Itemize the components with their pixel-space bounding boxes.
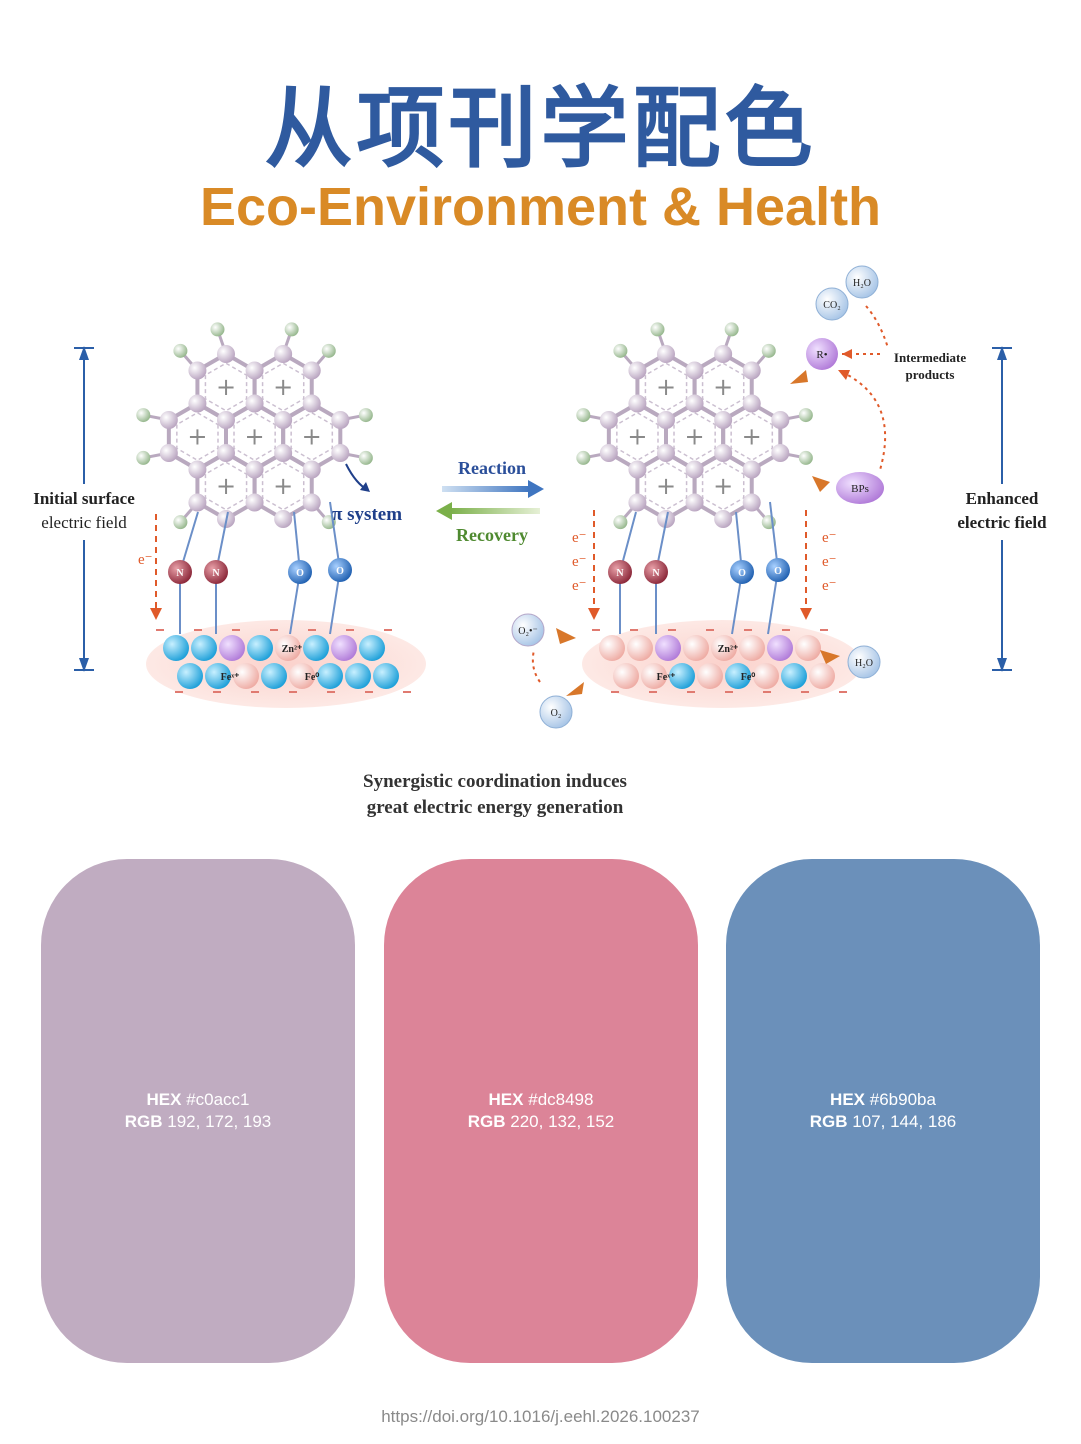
swatch-card-blue: HEX #6b90ba RGB 107, 144, 186	[726, 859, 1040, 1363]
svg-text:e⁻: e⁻	[572, 578, 587, 594]
svg-text:Zn²⁺: Zn²⁺	[282, 644, 303, 655]
intermediate-label-line2: products	[906, 367, 955, 382]
svg-text:+: +	[273, 373, 293, 401]
svg-text:N: N	[176, 568, 184, 579]
right-label-line1: Enhanced	[966, 489, 1039, 508]
svg-text:e⁻: e⁻	[572, 554, 587, 570]
co2-molecule: CO₂	[815, 287, 849, 321]
hex-label: HEX	[830, 1090, 866, 1109]
pi-system-label: π system	[332, 504, 402, 525]
hex-value: #6b90ba	[869, 1090, 936, 1109]
svg-text:+: +	[216, 373, 236, 401]
left-label-line1: Initial surface	[33, 489, 135, 508]
svg-text:e⁻: e⁻	[822, 554, 837, 570]
o2-radical: O₂•⁻	[511, 613, 545, 647]
doi-link[interactable]: https://doi.org/10.1016/j.eehl.2026.1002…	[381, 1407, 700, 1426]
rgb-label: RGB	[124, 1112, 163, 1131]
svg-text:e⁻: e⁻	[822, 530, 837, 546]
intermediate-label-line1: Intermediate	[894, 350, 966, 365]
svg-text:O: O	[774, 566, 782, 577]
hex-value: #dc8498	[528, 1090, 594, 1109]
figure-svg: Initial surface electric field Enhanced …	[18, 265, 1064, 818]
h2o-molecule-top: H₂O	[845, 265, 879, 299]
svg-text:Fe⁰: Fe⁰	[741, 672, 756, 683]
svg-text:H₂O: H₂O	[855, 658, 873, 669]
reaction-label: Reaction	[458, 458, 526, 478]
rgb-value: 192, 172, 193	[167, 1112, 272, 1131]
electron-flow-right-b: e⁻ e⁻ e⁻	[800, 510, 837, 620]
svg-text:+: +	[656, 472, 676, 500]
graphene-left: + + + + + + +	[136, 322, 373, 530]
svg-text:e⁻: e⁻	[572, 530, 587, 546]
figure-caption-line1: Synergistic coordination induces	[363, 771, 627, 792]
svg-text:+: +	[656, 373, 676, 401]
svg-text:N: N	[616, 568, 624, 579]
svg-text:O: O	[296, 568, 304, 579]
h2o-molecule-bottom: H₂O	[847, 645, 881, 679]
svg-text:O: O	[738, 568, 746, 579]
svg-text:R•: R•	[816, 349, 827, 361]
recovery-arrow	[436, 502, 540, 520]
svg-text:N: N	[212, 568, 220, 579]
svg-text:Feˣ⁺: Feˣ⁺	[657, 672, 676, 683]
attack-arrow-bps	[812, 476, 830, 492]
substrate-left: Zn²⁺ Feˣ⁺ Fe⁰ N N O O	[146, 501, 426, 708]
reaction-arrow	[442, 480, 544, 498]
svg-text:Fe⁰: Fe⁰	[305, 672, 320, 683]
rgb-value: 107, 144, 186	[852, 1112, 957, 1131]
rgb-label: RGB	[809, 1112, 848, 1131]
substrate-right: Zn²⁺ Feˣ⁺ Fe⁰ N N O O	[582, 501, 862, 708]
hex-label: HEX	[146, 1090, 182, 1109]
svg-text:O₂•⁻: O₂•⁻	[518, 626, 538, 637]
svg-text:+: +	[742, 423, 762, 451]
recovery-label: Recovery	[456, 525, 528, 545]
svg-text:+: +	[187, 423, 207, 451]
svg-text:+: +	[713, 373, 733, 401]
svg-text:+: +	[216, 472, 236, 500]
svg-text:+: +	[713, 472, 733, 500]
hex-label: HEX	[488, 1090, 524, 1109]
journal-name: Eco-Environment & Health	[199, 177, 882, 237]
electron-flow-right-a: e⁻ e⁻ e⁻	[572, 510, 600, 620]
svg-text:e⁻: e⁻	[822, 578, 837, 594]
figure-caption-line2: great electric energy generation	[367, 797, 624, 818]
svg-text:+: +	[302, 423, 322, 451]
svg-text:+: +	[245, 423, 265, 451]
swatch-card-lilac: HEX #c0acc1 RGB 192, 172, 193	[41, 859, 355, 1363]
page-title: 从项刊学配色	[264, 77, 817, 180]
right-label-line2: electric field	[957, 513, 1047, 532]
graphical-abstract-figure: Initial surface electric field Enhanced …	[0, 250, 1081, 840]
svg-text:+: +	[685, 423, 705, 451]
svg-text:BPs: BPs	[851, 483, 869, 495]
svg-text:+: +	[273, 472, 293, 500]
svg-text:+: +	[627, 423, 647, 451]
svg-text:N: N	[652, 568, 660, 579]
rgb-value: 220, 132, 152	[510, 1112, 615, 1131]
electron-flow-left: e⁻	[138, 514, 162, 620]
svg-text:e⁻: e⁻	[138, 552, 153, 568]
swatch-card-pink: HEX #dc8498 RGB 220, 132, 152	[384, 859, 698, 1363]
graphene-right: + + + + + + +	[576, 322, 813, 530]
attack-arrow-r	[790, 370, 808, 384]
svg-text:Zn²⁺: Zn²⁺	[718, 644, 739, 655]
r-radical: R•	[806, 338, 838, 370]
svg-text:CO₂: CO₂	[823, 300, 840, 311]
svg-text:O₂: O₂	[551, 708, 562, 719]
svg-text:O: O	[336, 566, 344, 577]
svg-text:H₂O: H₂O	[853, 278, 871, 289]
left-label-line2: electric field	[41, 513, 127, 532]
bps-molecule: BPs	[836, 472, 884, 504]
o2-molecule: O₂	[539, 695, 573, 729]
rgb-label: RGB	[467, 1112, 506, 1131]
svg-text:Feˣ⁺: Feˣ⁺	[221, 672, 240, 683]
hex-value: #c0acc1	[186, 1090, 250, 1109]
